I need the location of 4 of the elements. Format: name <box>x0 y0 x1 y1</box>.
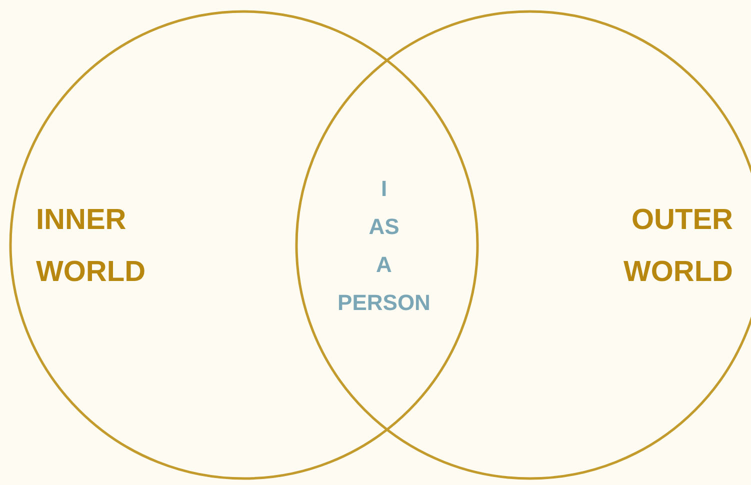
overlap-label: I AS A PERSON <box>336 175 432 317</box>
circle-label: OUTER WORLD <box>622 203 733 290</box>
circle-label: INNER WORLD <box>36 203 147 290</box>
venn-circle <box>9 10 479 480</box>
